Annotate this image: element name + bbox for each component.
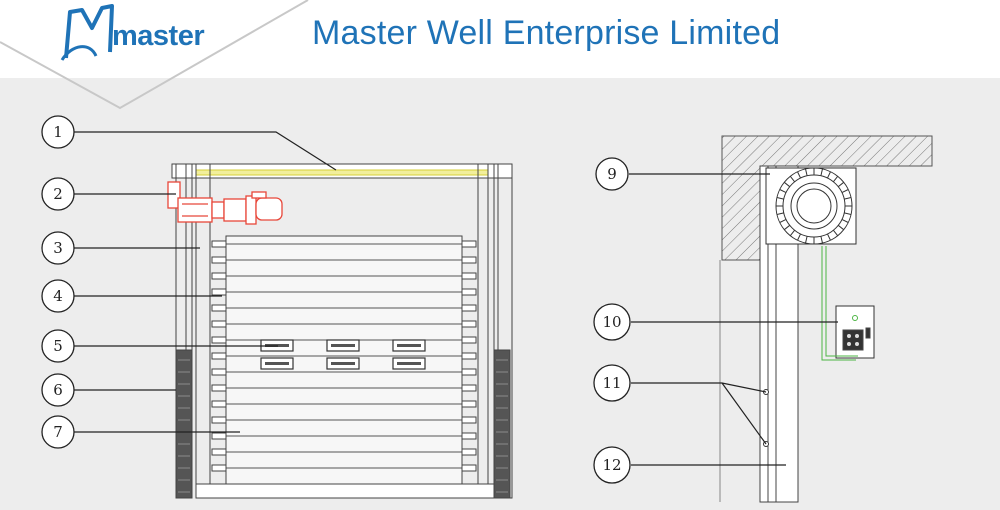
slat-end-block <box>211 384 227 392</box>
callout-label: 5 <box>53 337 63 355</box>
slat-end-block <box>461 288 477 296</box>
callout-10: 10 <box>593 303 631 341</box>
slat-end-block <box>211 416 227 424</box>
slat-end-block <box>461 416 477 424</box>
callout-label: 7 <box>53 423 63 441</box>
callout-label: 12 <box>602 456 621 474</box>
callout-label: 3 <box>53 239 63 257</box>
callout-1: 1 <box>41 115 75 149</box>
roller-tick <box>820 236 823 244</box>
slat-end-block <box>461 256 477 264</box>
callout-3: 3 <box>41 231 75 265</box>
side-view <box>719 135 933 503</box>
slat-end-block <box>461 320 477 328</box>
callout-label: 4 <box>53 287 63 305</box>
roller-tick <box>783 181 791 188</box>
callout-12: 12 <box>593 446 631 484</box>
front-view <box>167 163 513 499</box>
callout-label: 11 <box>602 374 621 392</box>
roller-tick <box>805 236 808 244</box>
slat-end-block <box>211 288 227 296</box>
roller-tick <box>779 189 787 194</box>
slat-end-block <box>211 240 227 248</box>
header-divider <box>0 0 309 110</box>
slat-end-block <box>211 448 227 456</box>
roller-tick <box>844 212 852 215</box>
roller-tick <box>797 233 802 241</box>
slat-end-block <box>211 320 227 328</box>
slat-end-block <box>461 240 477 248</box>
callout-label: 6 <box>53 381 63 399</box>
slat-end-block <box>211 336 227 344</box>
callout-label: 10 <box>602 313 621 331</box>
slat-end-block <box>211 432 227 440</box>
roller-tick <box>826 171 831 179</box>
slat-end-block <box>461 464 477 472</box>
roller-tick <box>820 168 823 176</box>
motor-icon <box>167 181 283 225</box>
callout-7: 7 <box>41 415 75 449</box>
slat-end-block <box>211 272 227 280</box>
roller-tick <box>837 181 845 188</box>
header-bar <box>0 0 1000 78</box>
callout-5: 5 <box>41 329 75 363</box>
slat-end-block <box>461 352 477 360</box>
callout-6: 6 <box>41 373 75 407</box>
slat-end-block <box>461 432 477 440</box>
slat-end-block <box>461 272 477 280</box>
roller-tick <box>776 212 784 215</box>
slat-end-block <box>211 352 227 360</box>
slat-end-block <box>461 304 477 312</box>
slat-end-block <box>461 448 477 456</box>
roller-tick <box>789 229 796 237</box>
roller-tick <box>832 229 839 237</box>
slat-end-block <box>461 336 477 344</box>
roller-tick <box>826 233 831 241</box>
callout-label: 9 <box>607 165 617 183</box>
slat-end-block <box>211 256 227 264</box>
slat-end-block <box>461 400 477 408</box>
side-seal-right <box>493 349 511 499</box>
slat-end-block <box>461 368 477 376</box>
callout-label: 2 <box>53 185 63 203</box>
callout-11: 11 <box>593 364 631 402</box>
slat-end-block <box>211 464 227 472</box>
roller-tick <box>832 175 839 183</box>
roller-tick <box>776 197 784 200</box>
door-slats <box>211 240 477 472</box>
roller-tick <box>844 197 852 200</box>
logo-text[interactable]: master <box>112 20 205 52</box>
side-seal-left <box>175 349 193 499</box>
leader-lines <box>74 131 838 466</box>
roller-tick <box>779 218 787 223</box>
callout-label: 1 <box>53 123 63 141</box>
roller-tick <box>841 189 849 194</box>
roller-tick <box>783 224 791 231</box>
slat-end-block <box>211 304 227 312</box>
roller-tick <box>805 168 808 176</box>
slat-end-block <box>461 384 477 392</box>
slat-end-block <box>211 368 227 376</box>
logo-icon <box>60 4 114 61</box>
slat-end-block <box>211 400 227 408</box>
callout-4: 4 <box>41 279 75 313</box>
company-title: Master Well Enterprise Limited <box>312 14 781 52</box>
roller-tick <box>797 171 802 179</box>
roller-tick <box>841 218 849 223</box>
roller-tick <box>837 224 845 231</box>
callout-9: 9 <box>595 157 629 191</box>
callout-2: 2 <box>41 177 75 211</box>
roller-drum <box>776 168 852 244</box>
roller-tick <box>789 175 796 183</box>
